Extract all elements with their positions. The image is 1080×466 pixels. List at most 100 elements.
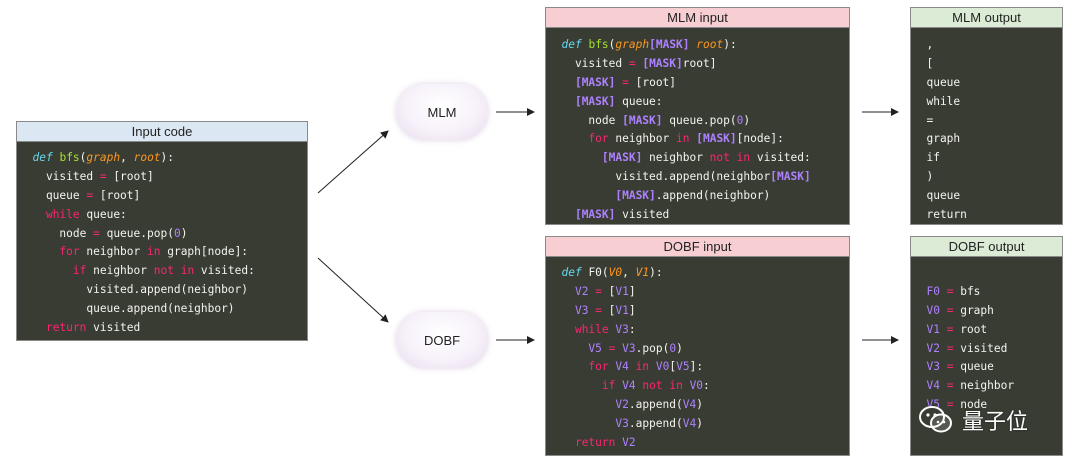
code-token: .pop( bbox=[635, 341, 670, 355]
code-token: in bbox=[676, 132, 690, 146]
code-line: return bbox=[913, 206, 1062, 224]
code-token: in bbox=[736, 151, 751, 165]
code-token: = bbox=[595, 303, 602, 317]
dobf-output-title: DOBF output bbox=[911, 237, 1062, 257]
code-line: = bbox=[913, 112, 1062, 131]
code-token: node bbox=[548, 113, 623, 127]
code-line: V2 = visited bbox=[913, 340, 1062, 359]
code-token bbox=[548, 436, 575, 449]
code-token: = bbox=[622, 75, 629, 89]
code-line: for neighbor in [MASK][node]: bbox=[548, 130, 849, 149]
code-line: ) bbox=[913, 168, 1062, 187]
code-token: = bbox=[946, 379, 954, 393]
code-token bbox=[548, 360, 588, 373]
mlm-input-panel: MLM input def bfs(graph[MASK] root): vis… bbox=[545, 7, 850, 225]
code-token: graph bbox=[913, 132, 961, 146]
code-token: V1 bbox=[926, 322, 940, 336]
code-token: = bbox=[946, 398, 954, 412]
mlm-output-panel: MLM output , [ queue while = graph if ) … bbox=[910, 7, 1063, 225]
code-token: return bbox=[913, 208, 967, 222]
code-token bbox=[548, 189, 615, 202]
code-token: ): bbox=[723, 38, 737, 51]
dobf-output-code-block: F0 = bfs V0 = graph V1 = root V2 = visit… bbox=[911, 257, 1062, 415]
code-token: = bbox=[946, 284, 954, 298]
code-line: V3 = queue bbox=[913, 358, 1062, 377]
dobf-input-code-block: def F0(V0, V1): V2 = [V1] V3 = [V1] whil… bbox=[546, 257, 849, 453]
code-token: neighbor bbox=[642, 151, 710, 165]
code-line: while V3: bbox=[548, 321, 849, 340]
code-token: not bbox=[709, 151, 730, 165]
dobf-bubble: DOBF bbox=[396, 312, 488, 368]
code-token: in bbox=[669, 379, 683, 393]
code-token: , bbox=[120, 151, 134, 164]
code-token: = bbox=[99, 169, 107, 183]
code-token: V0 bbox=[689, 379, 704, 393]
code-token: while bbox=[574, 322, 609, 336]
code-token: .append(neighbor) bbox=[655, 189, 771, 203]
code-token: , bbox=[913, 38, 934, 51]
code-token: in bbox=[147, 245, 161, 259]
code-line: queue = [root] bbox=[19, 187, 307, 206]
arrow-input-to-dobf bbox=[317, 257, 389, 323]
code-token bbox=[940, 304, 947, 317]
code-token: = bbox=[86, 188, 94, 202]
code-line: graph bbox=[913, 130, 1062, 149]
code-line: def bfs(graph[MASK] root): bbox=[548, 36, 849, 55]
code-token: if bbox=[601, 379, 616, 393]
code-token: ]: bbox=[689, 360, 704, 374]
code-token: queue bbox=[19, 188, 87, 202]
code-line: V3.append(V4) bbox=[548, 415, 849, 434]
code-line: node [MASK] queue.pop(0) bbox=[548, 112, 849, 131]
code-token: [MASK] bbox=[649, 38, 690, 51]
code-token: visited: bbox=[750, 151, 811, 165]
code-token bbox=[548, 323, 575, 336]
wechat-icon bbox=[919, 406, 952, 433]
code-token bbox=[174, 264, 181, 277]
code-token: ): bbox=[649, 266, 663, 279]
code-token bbox=[913, 285, 926, 298]
code-token bbox=[548, 132, 588, 145]
code-token bbox=[913, 266, 926, 279]
code-token: def bbox=[561, 38, 582, 51]
code-token: V2 bbox=[622, 436, 636, 450]
code-token: ( bbox=[79, 151, 87, 164]
input-code-title: Input code bbox=[17, 122, 307, 142]
code-token: def bbox=[32, 151, 53, 164]
mlm-input-title: MLM input bbox=[546, 8, 849, 28]
code-token bbox=[940, 360, 947, 373]
code-token: visited: bbox=[194, 264, 255, 278]
code-line: return V2 bbox=[548, 434, 849, 453]
code-line: queue bbox=[913, 74, 1062, 93]
code-token: [node]: bbox=[736, 132, 784, 146]
code-token: V5 bbox=[676, 360, 690, 374]
code-token bbox=[940, 323, 947, 336]
code-token: graph[node]: bbox=[160, 245, 249, 259]
code-line: if V4 not in V0: bbox=[548, 377, 849, 396]
code-token: while bbox=[45, 207, 80, 221]
code-token: V0 bbox=[655, 360, 670, 374]
code-token: [ bbox=[601, 284, 616, 298]
code-token: V3 bbox=[926, 360, 940, 374]
code-token: [ bbox=[669, 360, 677, 374]
code-token: ) bbox=[696, 417, 703, 431]
code-token: V4 bbox=[682, 417, 697, 431]
code-line: node = queue.pop(0) bbox=[19, 225, 307, 244]
code-token: [MASK] bbox=[622, 113, 663, 127]
code-token: queue: bbox=[615, 94, 663, 108]
code-token: graph bbox=[86, 151, 121, 164]
code-token bbox=[548, 342, 588, 355]
code-token: for bbox=[59, 245, 80, 259]
code-line: [MASK] queue: bbox=[548, 93, 849, 112]
code-token: queue.append(neighbor) bbox=[19, 302, 235, 316]
dobf-output-panel: DOBF output F0 = bfs V0 = graph V1 = roo… bbox=[910, 236, 1063, 456]
code-token bbox=[913, 323, 926, 336]
code-token: queue bbox=[953, 360, 994, 374]
watermark: 量子位 bbox=[918, 404, 1078, 436]
code-token: ) bbox=[743, 113, 751, 127]
code-line: [ bbox=[913, 55, 1062, 74]
code-token bbox=[19, 321, 46, 334]
code-token bbox=[649, 360, 656, 373]
code-token bbox=[730, 151, 737, 164]
mlm-bubble: MLM bbox=[396, 84, 488, 140]
code-line: V4 = neighbor bbox=[913, 377, 1062, 396]
